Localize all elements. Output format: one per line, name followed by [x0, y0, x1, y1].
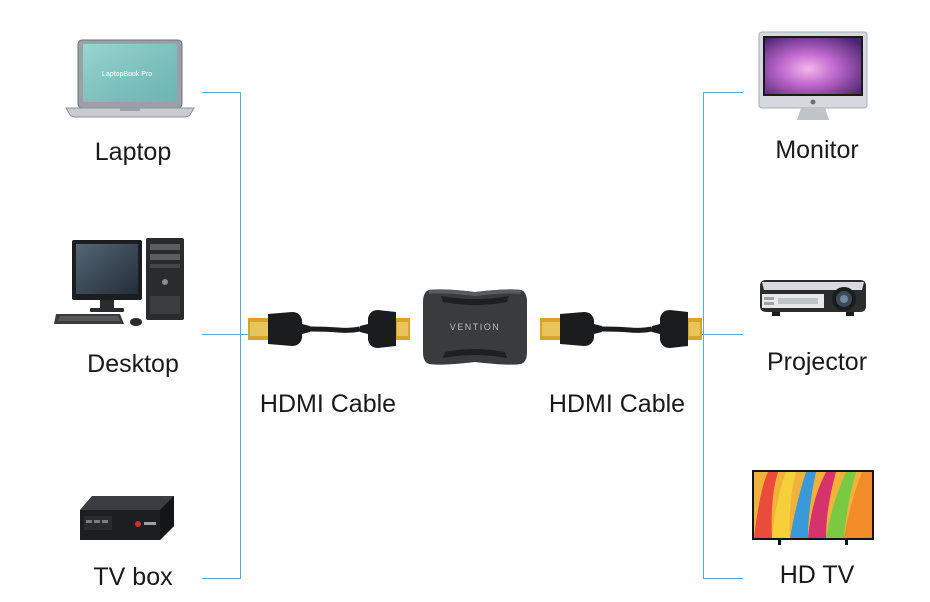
right-bracket-vertical-line	[703, 92, 704, 579]
tv-box-icon	[80, 496, 174, 540]
monitor-connector-line	[703, 92, 743, 93]
hdmi-coupler-icon: VENTION	[423, 289, 527, 365]
projector-label: Projector	[766, 348, 868, 376]
hdtv-label: HD TV	[779, 561, 855, 589]
coupler-brand-text: VENTION	[450, 322, 501, 332]
hdmi-cable-left-icon	[248, 310, 410, 348]
hdmi-cable-right-icon	[540, 310, 702, 348]
desktop-label: Desktop	[87, 350, 179, 378]
projector-connector-line	[703, 334, 743, 335]
laptop-icon: LaptopBook Pro	[65, 39, 195, 118]
monitor-icon	[758, 31, 868, 120]
laptop-connector-line	[202, 92, 241, 93]
hd-tv-icon	[752, 470, 874, 545]
desktop-computer-icon	[54, 238, 184, 326]
tvbox-label: TV box	[93, 563, 173, 591]
laptop-label: Laptop	[94, 138, 172, 166]
desktop-connector-line	[202, 334, 241, 335]
left-bracket-vertical-line	[240, 92, 241, 579]
left-cable-connector-line	[240, 334, 250, 335]
right-cable-label: HDMI Cable	[548, 390, 686, 418]
hdtv-connector-line	[703, 578, 743, 579]
projector-icon	[760, 280, 866, 316]
tvbox-connector-line	[202, 578, 241, 579]
laptop-screen-text: LaptopBook Pro	[102, 71, 152, 78]
left-cable-label: HDMI Cable	[259, 390, 397, 418]
monitor-label: Monitor	[775, 136, 859, 164]
